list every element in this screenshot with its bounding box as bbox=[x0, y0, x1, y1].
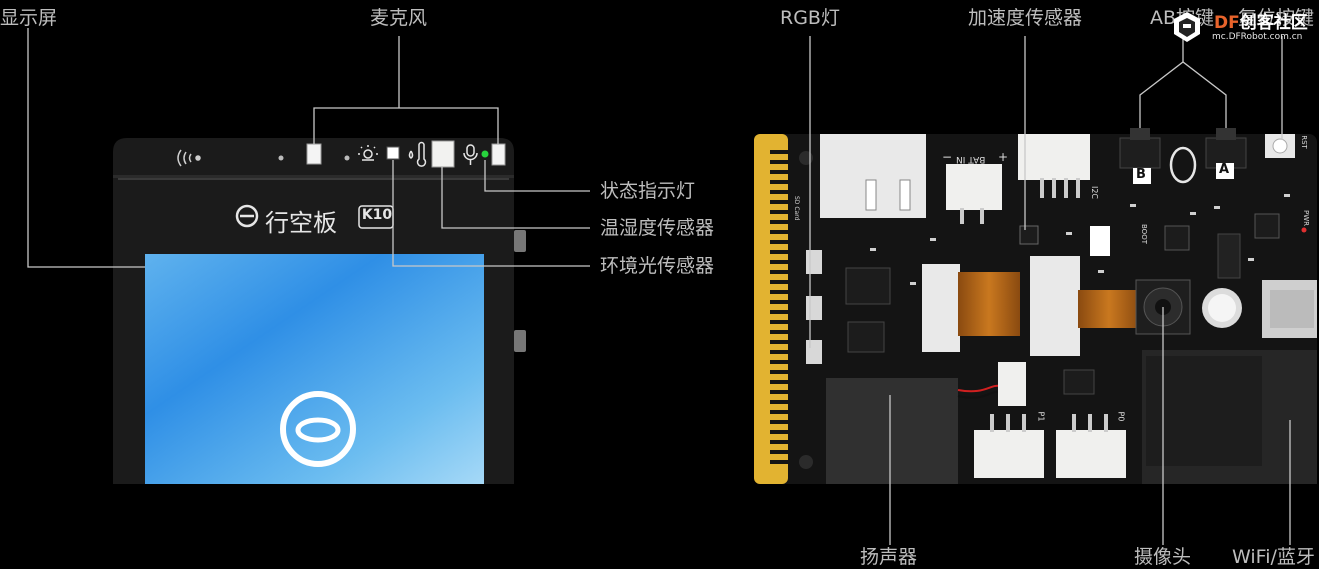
mic-left-component bbox=[306, 143, 322, 165]
front-brand-name: 行空板 bbox=[265, 209, 337, 237]
flex-cable bbox=[958, 272, 1020, 336]
speaker bbox=[826, 378, 958, 484]
front-board bbox=[113, 138, 526, 484]
mic-right-component bbox=[491, 143, 506, 166]
label-microphone: 麦克风 bbox=[370, 7, 428, 29]
rgb-led bbox=[806, 250, 822, 274]
sun-icon bbox=[358, 145, 378, 161]
front-model-badge: K10 bbox=[361, 207, 393, 223]
watermark: DF创客社区 mc.DFRobot.com.cn bbox=[1172, 6, 1312, 46]
button-b-label: B bbox=[1136, 167, 1146, 182]
i2c-connector bbox=[1018, 134, 1090, 180]
light-sensor-component bbox=[386, 146, 400, 160]
rgb-led bbox=[806, 340, 822, 364]
pwr-silk: PWR bbox=[1302, 209, 1311, 227]
p0-connector bbox=[1056, 430, 1126, 478]
front-screen bbox=[145, 254, 484, 484]
screen-logo-icon bbox=[280, 391, 356, 467]
sd-card-silk: SD Card bbox=[793, 196, 800, 221]
label-reset-key: 复位按键 bbox=[1238, 7, 1315, 29]
chip bbox=[1063, 369, 1095, 395]
dfrobot-logo-icon bbox=[1174, 12, 1200, 42]
thermometer-icon bbox=[408, 141, 427, 167]
status-led bbox=[481, 150, 489, 158]
label-display: 显示屏 bbox=[0, 7, 58, 29]
chip bbox=[1254, 213, 1280, 239]
label-rgb: RGB灯 bbox=[780, 7, 840, 29]
chip bbox=[847, 321, 885, 353]
label-temp-humidity: 温湿度传感器 bbox=[600, 217, 715, 239]
rgb-led bbox=[806, 296, 822, 320]
label-ambient-light: 环境光传感器 bbox=[600, 255, 715, 277]
brand-logo-icon bbox=[235, 204, 259, 228]
flex-cable bbox=[1078, 290, 1140, 328]
bat-minus-silk: − bbox=[942, 150, 953, 164]
fpc-connector bbox=[1030, 256, 1080, 356]
chip bbox=[1217, 233, 1241, 279]
label-status-light: 状态指示灯 bbox=[600, 180, 696, 202]
microphone-icon bbox=[463, 144, 478, 165]
label-speaker: 扬声器 bbox=[860, 546, 918, 568]
bat-in-silk: BAT IN bbox=[956, 154, 986, 164]
watermark-title: DF创客社区 bbox=[1214, 8, 1308, 33]
speaker-connector bbox=[998, 362, 1026, 406]
accelerometer-chip bbox=[1019, 225, 1039, 245]
label-accelerometer: 加速度传感器 bbox=[968, 7, 1083, 29]
nfc-icon bbox=[177, 149, 201, 167]
button-b bbox=[1119, 137, 1161, 169]
fpc-connector bbox=[922, 264, 960, 352]
bat-connector bbox=[946, 164, 1002, 210]
back-leader-lines bbox=[809, 36, 1291, 545]
watermark-url: mc.DFRobot.com.cn bbox=[1212, 32, 1303, 42]
rst-silk: RST bbox=[1299, 135, 1308, 149]
label-wifi-bt: WiFi/蓝牙 bbox=[1232, 546, 1315, 568]
chip bbox=[845, 267, 891, 305]
watermark-text: 创客社区 bbox=[1239, 13, 1308, 33]
boot-silk: BOOT bbox=[1139, 224, 1148, 244]
chip bbox=[1164, 225, 1190, 251]
i2c-silk: I2C bbox=[1090, 185, 1100, 200]
bat-plus-silk: + bbox=[998, 150, 1009, 164]
p0-silk: P0 bbox=[1116, 411, 1126, 422]
label-camera: 摄像头 bbox=[1134, 546, 1192, 568]
watermark-df: DF bbox=[1214, 13, 1240, 33]
button-a-label: A bbox=[1219, 162, 1230, 177]
boot-button bbox=[1090, 226, 1110, 256]
board-logo-icon bbox=[1169, 146, 1197, 184]
p1-silk: P1 bbox=[1036, 411, 1046, 422]
back-board bbox=[754, 128, 1317, 484]
temp-sensor-component bbox=[431, 140, 455, 168]
p1-connector bbox=[974, 430, 1044, 478]
front-leader-lines bbox=[27, 28, 590, 268]
